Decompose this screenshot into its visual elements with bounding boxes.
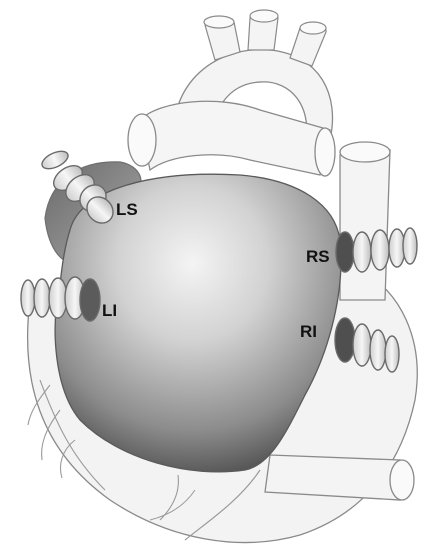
rs-vein-rings [336, 228, 417, 272]
label-rs: RS [306, 247, 330, 266]
label-ls: LS [116, 200, 138, 219]
label-ri: RI [300, 322, 317, 341]
inferior-vena-cava [265, 455, 414, 500]
superior-vena-cava [340, 142, 390, 300]
label-li: LI [102, 301, 117, 320]
